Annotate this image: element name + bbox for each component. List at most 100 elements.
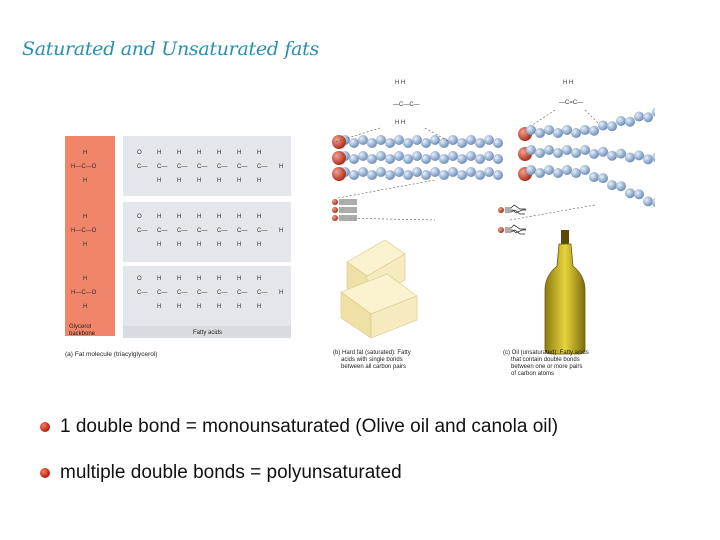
svg-text:H—C—O: H—C—O xyxy=(71,164,97,170)
svg-text:H: H xyxy=(257,276,261,282)
svg-text:C—: C— xyxy=(197,290,207,296)
svg-text:H: H xyxy=(237,304,241,310)
fatty-acids-label: Fatty acids xyxy=(193,330,222,336)
svg-text:H: H xyxy=(197,276,201,282)
svg-text:C—: C— xyxy=(177,164,187,170)
slide-title: Saturated and Unsaturated fats xyxy=(22,38,319,60)
svg-text:H: H xyxy=(83,150,87,156)
svg-text:C—: C— xyxy=(137,290,147,296)
svg-text:—C—C—: —C—C— xyxy=(393,102,420,108)
svg-text:H: H xyxy=(237,242,241,248)
svg-text:O: O xyxy=(137,150,142,156)
oil-bottle-illustration xyxy=(544,230,586,355)
svg-text:H: H xyxy=(197,178,201,184)
panel-b-saturated-fat: H H —C—C— H H (b) Hard fat (saturated): … xyxy=(332,80,503,370)
svg-text:H: H xyxy=(197,242,201,248)
svg-text:H: H xyxy=(197,214,201,220)
svg-text:H: H xyxy=(279,228,283,234)
svg-text:H: H xyxy=(83,214,87,220)
svg-text:H: H xyxy=(217,150,221,156)
svg-text:H: H xyxy=(217,178,221,184)
fat-structure-illustration: HH—C—OHOC—HC—HHC—HHC—HHC—HHC—HHC—HHHH—C—… xyxy=(65,80,655,377)
svg-text:O: O xyxy=(137,214,142,220)
bullet-list: 1 double bond = monounsaturated (Olive o… xyxy=(40,412,558,504)
glycerol-label-2: backbone xyxy=(69,331,96,337)
panel-c-caption-1: (c) Oil (unsaturated): Fatty acids xyxy=(503,350,589,356)
svg-text:H: H xyxy=(237,150,241,156)
bullet-icon xyxy=(40,422,50,432)
svg-text:H: H xyxy=(237,276,241,282)
svg-text:H: H xyxy=(157,304,161,310)
svg-text:H: H xyxy=(257,242,261,248)
svg-text:C—: C— xyxy=(177,228,187,234)
bullet-text: multiple double bonds = polyunsaturated xyxy=(60,462,402,483)
svg-text:H: H xyxy=(177,276,181,282)
svg-text:C—: C— xyxy=(217,164,227,170)
svg-text:H: H xyxy=(257,150,261,156)
panel-a-caption: (a) Fat molecule (triacylglycerol) xyxy=(65,351,157,358)
svg-text:H—C—O: H—C—O xyxy=(71,290,97,296)
svg-text:H: H xyxy=(237,214,241,220)
svg-text:H—C—O: H—C—O xyxy=(71,228,97,234)
svg-text:C—: C— xyxy=(257,290,267,296)
svg-text:C—: C— xyxy=(137,164,147,170)
svg-text:C—: C— xyxy=(257,164,267,170)
svg-text:H: H xyxy=(217,242,221,248)
svg-text:H: H xyxy=(257,304,261,310)
bullet-icon xyxy=(40,468,50,478)
svg-text:H: H xyxy=(257,214,261,220)
panel-c-caption-3: between one or more pairs xyxy=(511,364,582,370)
svg-text:C—: C— xyxy=(137,228,147,234)
bullet-text: 1 double bond = monounsaturated (Olive o… xyxy=(60,416,559,437)
svg-text:H: H xyxy=(237,178,241,184)
panel-b-caption-2: acids with single bonds xyxy=(341,357,403,363)
svg-text:H: H xyxy=(217,304,221,310)
svg-text:H: H xyxy=(157,178,161,184)
svg-text:H: H xyxy=(157,150,161,156)
svg-text:H: H xyxy=(83,304,87,310)
svg-text:H: H xyxy=(177,242,181,248)
svg-text:H: H xyxy=(177,150,181,156)
svg-text:H: H xyxy=(83,276,87,282)
svg-text:H: H xyxy=(197,304,201,310)
bullet-item: multiple double bonds = polyunsaturated xyxy=(40,458,558,504)
svg-text:H H: H H xyxy=(395,120,405,126)
svg-text:C—: C— xyxy=(177,290,187,296)
svg-text:H: H xyxy=(83,178,87,184)
svg-text:O: O xyxy=(137,276,142,282)
panel-c-caption-4: of carbon atoms xyxy=(511,371,554,377)
svg-text:C—: C— xyxy=(157,290,167,296)
svg-text:H: H xyxy=(177,304,181,310)
svg-text:H: H xyxy=(217,276,221,282)
svg-text:H: H xyxy=(279,164,283,170)
panel-c-caption-2: that contain double bonds xyxy=(511,357,580,363)
svg-text:C—: C— xyxy=(237,228,247,234)
svg-text:C—: C— xyxy=(217,290,227,296)
svg-text:H: H xyxy=(197,150,201,156)
svg-text:H: H xyxy=(157,276,161,282)
svg-text:C—: C— xyxy=(257,228,267,234)
svg-text:H H: H H xyxy=(563,80,573,86)
svg-text:H: H xyxy=(177,214,181,220)
svg-text:C—: C— xyxy=(197,228,207,234)
svg-text:H: H xyxy=(83,242,87,248)
svg-text:C—: C— xyxy=(237,164,247,170)
panel-b-caption-1: (b) Hard fat (saturated): Fatty xyxy=(333,350,411,356)
svg-text:C—: C— xyxy=(237,290,247,296)
panel-b-caption-3: between all carbon pairs xyxy=(341,364,406,370)
glycerol-label-1: Glycerol xyxy=(69,324,91,330)
svg-text:H H: H H xyxy=(395,80,405,86)
svg-text:—C=C—: —C=C— xyxy=(559,100,583,106)
svg-text:C—: C— xyxy=(157,164,167,170)
svg-text:H: H xyxy=(257,178,261,184)
svg-text:H: H xyxy=(157,214,161,220)
svg-text:C—: C— xyxy=(217,228,227,234)
svg-text:C—: C— xyxy=(157,228,167,234)
svg-text:H: H xyxy=(217,214,221,220)
svg-text:H: H xyxy=(177,178,181,184)
svg-text:H: H xyxy=(279,290,283,296)
svg-text:H: H xyxy=(157,242,161,248)
panel-c-unsaturated-oil: H H —C=C— (c) Oil (unsaturated): Fatty a… xyxy=(498,80,655,377)
panel-a-fat-molecule: H H—C—O H O C— H C— H H C— H H C— H H C— H H C— H H C— H H H H—C—… xyxy=(65,136,291,358)
